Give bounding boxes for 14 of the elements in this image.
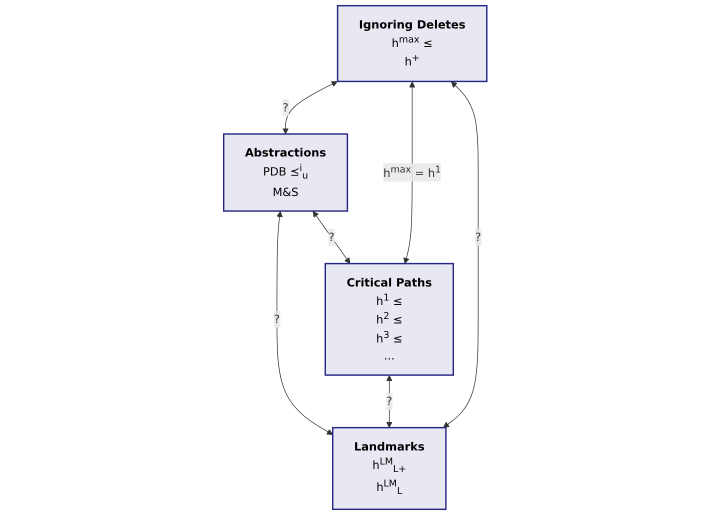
arrow bbox=[276, 211, 334, 435]
arrow bbox=[282, 81, 338, 134]
edge-label: ? bbox=[386, 394, 393, 408]
node-box: Critical Paths h$^{1}$ ≤ h$^{2}$ ≤ h$^{3}$ ≤ ... bbox=[324, 262, 454, 376]
edge-label: h$^{max}$ = h$^{1}$ bbox=[384, 164, 442, 180]
arrow bbox=[404, 81, 416, 264]
edge-label: ? bbox=[274, 312, 280, 326]
edge-label: ? bbox=[328, 230, 335, 244]
arrow bbox=[443, 81, 479, 428]
arrow bbox=[313, 211, 351, 264]
node-box: Ignoring Deletes h$^{max}$ ≤ h$^{+}$ bbox=[337, 4, 488, 82]
edge-label: ? bbox=[475, 230, 482, 244]
edge-label: ? bbox=[282, 100, 289, 114]
arrow bbox=[386, 375, 393, 428]
